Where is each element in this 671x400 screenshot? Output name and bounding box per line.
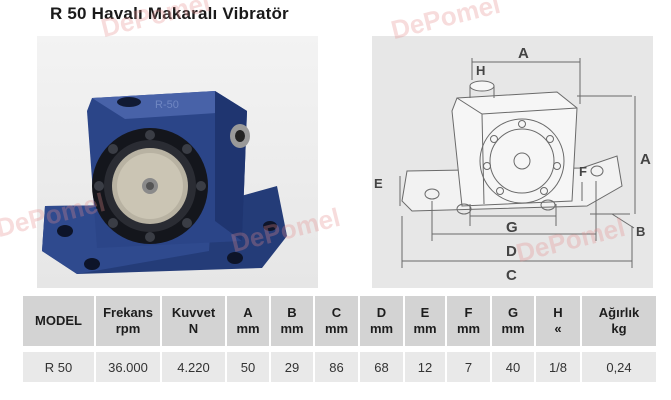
cell-g: 40 <box>491 349 536 382</box>
dim-label-d: D <box>506 243 517 260</box>
dim-label-b: B <box>636 224 645 239</box>
vibrator-photo-illustration: R-50 <box>42 91 287 274</box>
cell-agirlik: 0,24 <box>581 349 656 382</box>
cell-e: 12 <box>404 349 447 382</box>
page-title: R 50 Havalı Makaralı Vibratör <box>50 4 289 23</box>
cell-c: 86 <box>314 349 360 382</box>
dim-label-a-right: A <box>640 151 651 168</box>
dim-label-e: E <box>374 176 383 191</box>
dim-label-f: F <box>579 164 587 179</box>
dim-label-c: C <box>506 267 517 284</box>
cell-f: 7 <box>446 349 492 382</box>
embossed-model-label: R-50 <box>155 99 179 111</box>
cell-kuvvet: 4.220 <box>161 349 227 382</box>
dimension-drawing-svg: A H F E A B G D C <box>374 45 651 284</box>
cell-h: 1/8 <box>535 349 582 382</box>
cell-model: R 50 <box>23 349 96 382</box>
cell-frekans: 36.000 <box>95 349 162 382</box>
dim-label-a-top: A <box>518 45 529 62</box>
col-header: H« <box>535 296 582 352</box>
col-header: MODEL <box>23 296 96 352</box>
cell-a: 50 <box>226 349 271 382</box>
dim-label-h: H <box>476 63 485 78</box>
cell-b: 29 <box>270 349 315 382</box>
dimension-drawing: A H F E A B G D C <box>372 36 653 288</box>
product-photo: R-50 <box>37 36 318 288</box>
table-row: R 50 36.000 4.220 50 29 86 68 12 7 40 1/… <box>23 349 656 382</box>
dim-label-g: G <box>506 219 518 236</box>
cell-d: 68 <box>359 349 405 382</box>
